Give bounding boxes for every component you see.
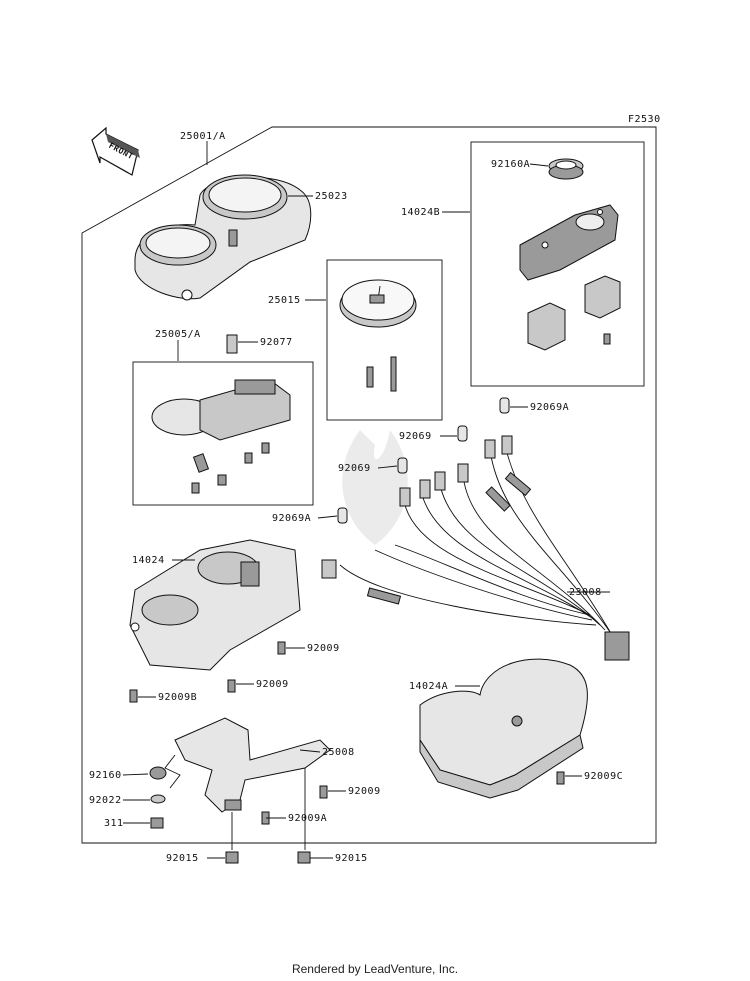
label-92009-3: 92009 xyxy=(348,786,381,797)
assembly-outline xyxy=(81,126,657,844)
label-25008: 25008 xyxy=(322,747,355,758)
part-number-labels: 25001/A 25023 92160A 14024B 25015 25005/… xyxy=(89,131,623,864)
subassembly-box-25015 xyxy=(326,259,443,421)
label-92009b: 92009B xyxy=(158,692,197,703)
label-92069a-2: 92069A xyxy=(272,513,311,524)
gauge-25015 xyxy=(339,279,417,392)
label-14024b: 14024B xyxy=(401,207,440,218)
diagram-code: F2530 xyxy=(628,114,661,125)
label-92069-2: 92069 xyxy=(338,463,371,474)
label-92022: 92022 xyxy=(89,795,122,806)
label-92009c: 92009C xyxy=(584,771,623,782)
label-92160: 92160 xyxy=(89,770,122,781)
front-arrow-icon: FRONT xyxy=(91,126,140,176)
label-92077: 92077 xyxy=(260,337,293,348)
meter-cover-14024a xyxy=(419,658,588,799)
label-92069-1: 92069 xyxy=(399,431,432,442)
subassembly-box-14024b xyxy=(470,141,645,387)
label-92069a-1: 92069A xyxy=(530,402,569,413)
label-23008: 23008 xyxy=(569,587,602,598)
render-credit: Rendered by LeadVenture, Inc. xyxy=(291,962,459,976)
label-25023: 25023 xyxy=(315,191,348,202)
bulb-92077 xyxy=(226,334,238,354)
wire-harness-23008 xyxy=(321,435,630,661)
label-92160a: 92160A xyxy=(491,159,530,170)
subassembly-box-25005a xyxy=(132,361,314,506)
label-311: 311 xyxy=(104,818,124,829)
bracket-25008 xyxy=(174,717,331,813)
cover-part-14024b xyxy=(519,204,619,281)
label-92009-2: 92009 xyxy=(256,679,289,690)
meter-upper-cover xyxy=(134,174,312,301)
meter-lower-case-14024 xyxy=(129,539,301,671)
label-25005a: 25005/A xyxy=(155,329,201,340)
label-25001a: 25001/A xyxy=(180,131,226,142)
gauge-25005a xyxy=(151,379,291,494)
grommet-92160a xyxy=(548,158,584,180)
label-92009-1: 92009 xyxy=(307,643,340,654)
hardware-bits xyxy=(129,641,565,864)
leader-lines xyxy=(122,141,610,859)
watermark-logo xyxy=(342,430,408,545)
label-14024a: 14024A xyxy=(409,681,448,692)
socket-parts xyxy=(527,275,621,351)
label-92015-2: 92015 xyxy=(335,853,368,864)
label-25015: 25015 xyxy=(268,295,301,306)
label-92009a: 92009A xyxy=(288,813,327,824)
label-92015-1: 92015 xyxy=(166,853,199,864)
bulbs-92069 xyxy=(337,397,510,524)
label-14024: 14024 xyxy=(132,555,165,566)
